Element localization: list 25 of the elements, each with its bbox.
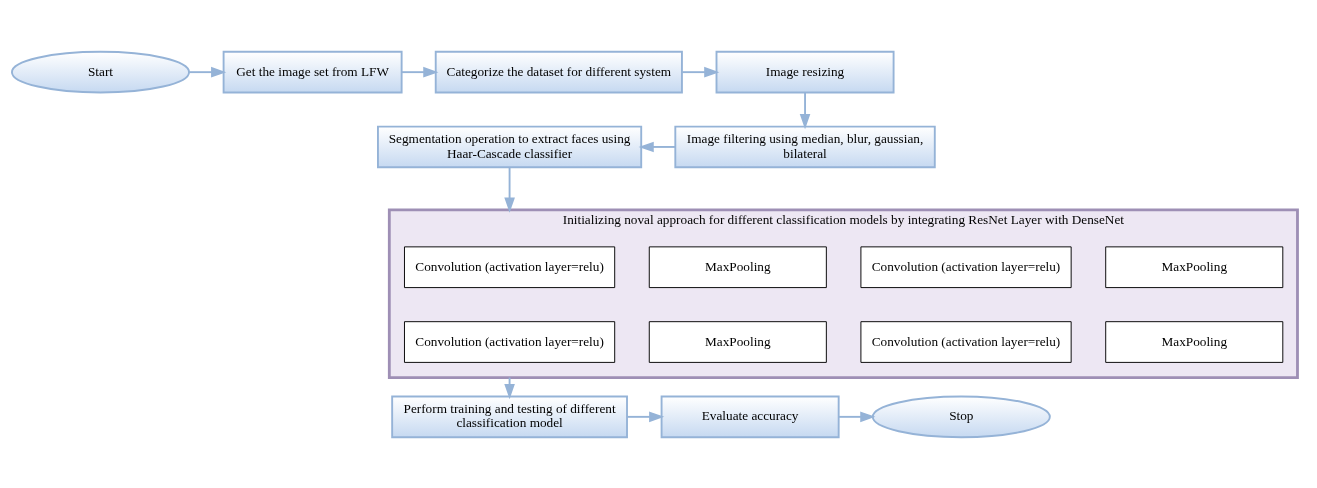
- arrow: [400, 66, 439, 77]
- node-ellipse: Start: [11, 50, 190, 93]
- arrow: [188, 66, 227, 77]
- node-box: MaxPooling: [648, 245, 827, 288]
- node-box: Get the image set from LFW: [222, 50, 403, 93]
- arrow: [638, 141, 676, 152]
- node-box: MaxPooling: [1105, 320, 1284, 363]
- node-box: Convolution (activation layer=relu): [860, 245, 1072, 288]
- node-box: Evaluate accuracy: [660, 395, 840, 438]
- node-box: Convolution (activation layer=relu): [404, 320, 616, 363]
- node-box: Convolution (activation layer=relu): [860, 320, 1072, 363]
- arrow: [626, 411, 665, 422]
- node-box: Perform training and testing of different classification model: [391, 395, 628, 438]
- node-box: Categorize the dataset for different system: [434, 50, 683, 93]
- node-box: MaxPooling: [1105, 245, 1284, 288]
- node-box: Convolution (activation layer=relu): [404, 245, 616, 288]
- arrow: [681, 66, 720, 77]
- node-box: Image filtering using median, blur, gaussian, bilateral: [674, 125, 936, 168]
- arrow: [837, 411, 876, 422]
- node-box: Image resizing: [715, 50, 895, 93]
- node-ellipse: Stop: [871, 395, 1051, 438]
- node-box: Segmentation operation to extract faces using Haar-Cascade classifier: [377, 125, 643, 168]
- arrow: [799, 91, 811, 129]
- arrow: [504, 166, 515, 213]
- node-box: MaxPooling: [648, 320, 827, 363]
